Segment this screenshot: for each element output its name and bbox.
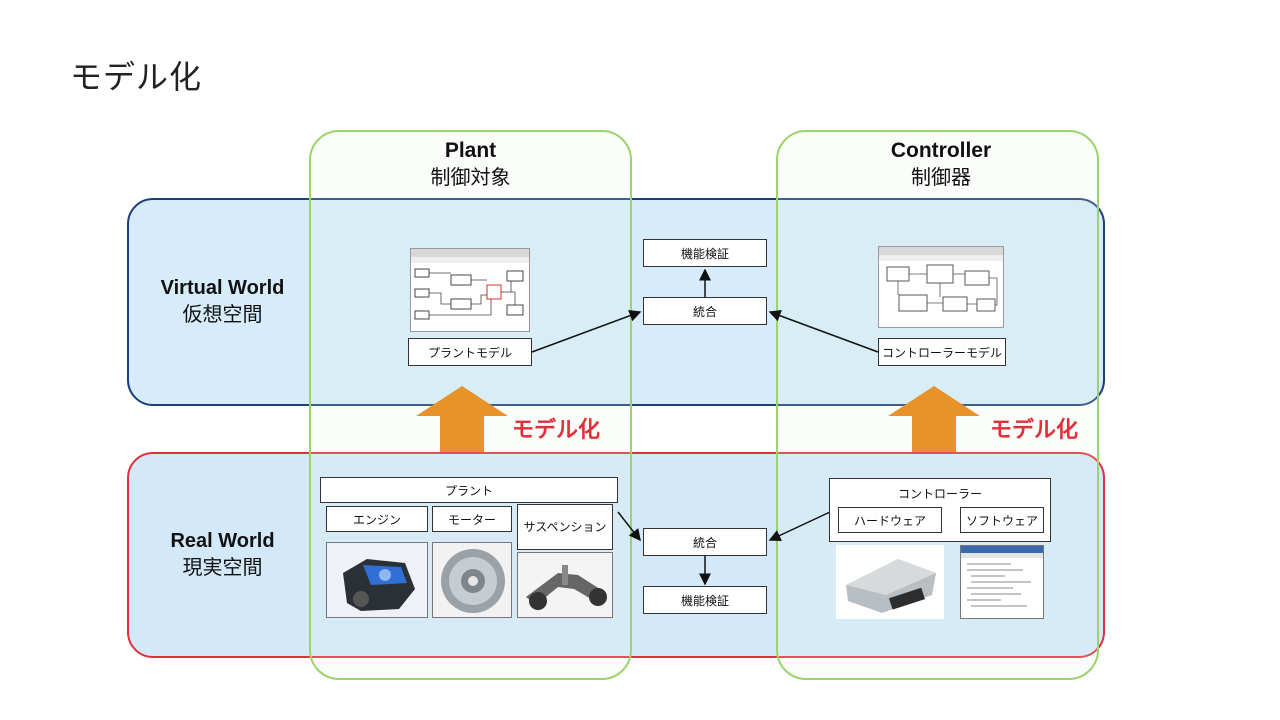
suspension-photo	[517, 552, 613, 618]
block-diagram-thumbnail	[411, 249, 529, 320]
motor-box: モーター	[432, 506, 512, 532]
real-verification-box: 機能検証	[643, 586, 767, 614]
virtual-integration-box: 統合	[643, 297, 767, 325]
virtual-world-label: Virtual World 仮想空間	[140, 275, 305, 327]
ecu-icon	[846, 559, 936, 613]
controller-model-screenshot	[878, 246, 1004, 328]
ecu-photo	[836, 545, 944, 619]
code-editor-icon	[961, 546, 1043, 607]
controller-modeling-label: モデル化	[990, 418, 1079, 443]
plant-model-screenshot	[410, 248, 530, 332]
real-world-en: Real World	[170, 530, 275, 552]
hardware-box: ハードウェア	[838, 507, 942, 533]
software-screenshot	[960, 545, 1044, 619]
controller-diagram-thumbnail	[879, 247, 1003, 312]
software-box: ソフトウェア	[960, 507, 1044, 533]
plant-column-title: Plant 制御対象	[309, 138, 632, 190]
plant-title-en: Plant	[444, 139, 497, 162]
controller-modeling-arrow	[888, 386, 980, 452]
virtual-verification-box: 機能検証	[643, 239, 767, 267]
controller-column-title: Controller 制御器	[776, 138, 1106, 190]
real-plant-header: プラント	[320, 477, 618, 503]
plant-modeling-arrow	[416, 386, 508, 452]
motor-photo	[432, 542, 512, 618]
engine-box: エンジン	[326, 506, 428, 532]
suspension-box: サスペンション	[517, 504, 613, 550]
engine-photo	[326, 542, 428, 618]
controller-model-box: コントローラーモデル	[878, 338, 1006, 366]
plant-title-ja: 制御対象	[430, 165, 511, 189]
plant-modeling-label: モデル化	[512, 418, 601, 443]
real-integration-box: 統合	[643, 528, 767, 556]
page-title: モデル化	[70, 58, 203, 96]
real-controller-header: コントローラー	[897, 487, 982, 501]
engine-icon	[327, 543, 427, 617]
virtual-world-en: Virtual World	[160, 277, 285, 299]
virtual-world-ja: 仮想空間	[182, 302, 263, 326]
suspension-icon	[518, 553, 612, 617]
controller-title-en: Controller	[890, 139, 992, 162]
motor-icon	[433, 543, 511, 617]
plant-model-box: プラントモデル	[408, 338, 532, 366]
real-world-ja: 現実空間	[182, 555, 263, 579]
controller-title-ja: 制御器	[911, 165, 971, 189]
real-world-label: Real World 現実空間	[140, 528, 305, 580]
